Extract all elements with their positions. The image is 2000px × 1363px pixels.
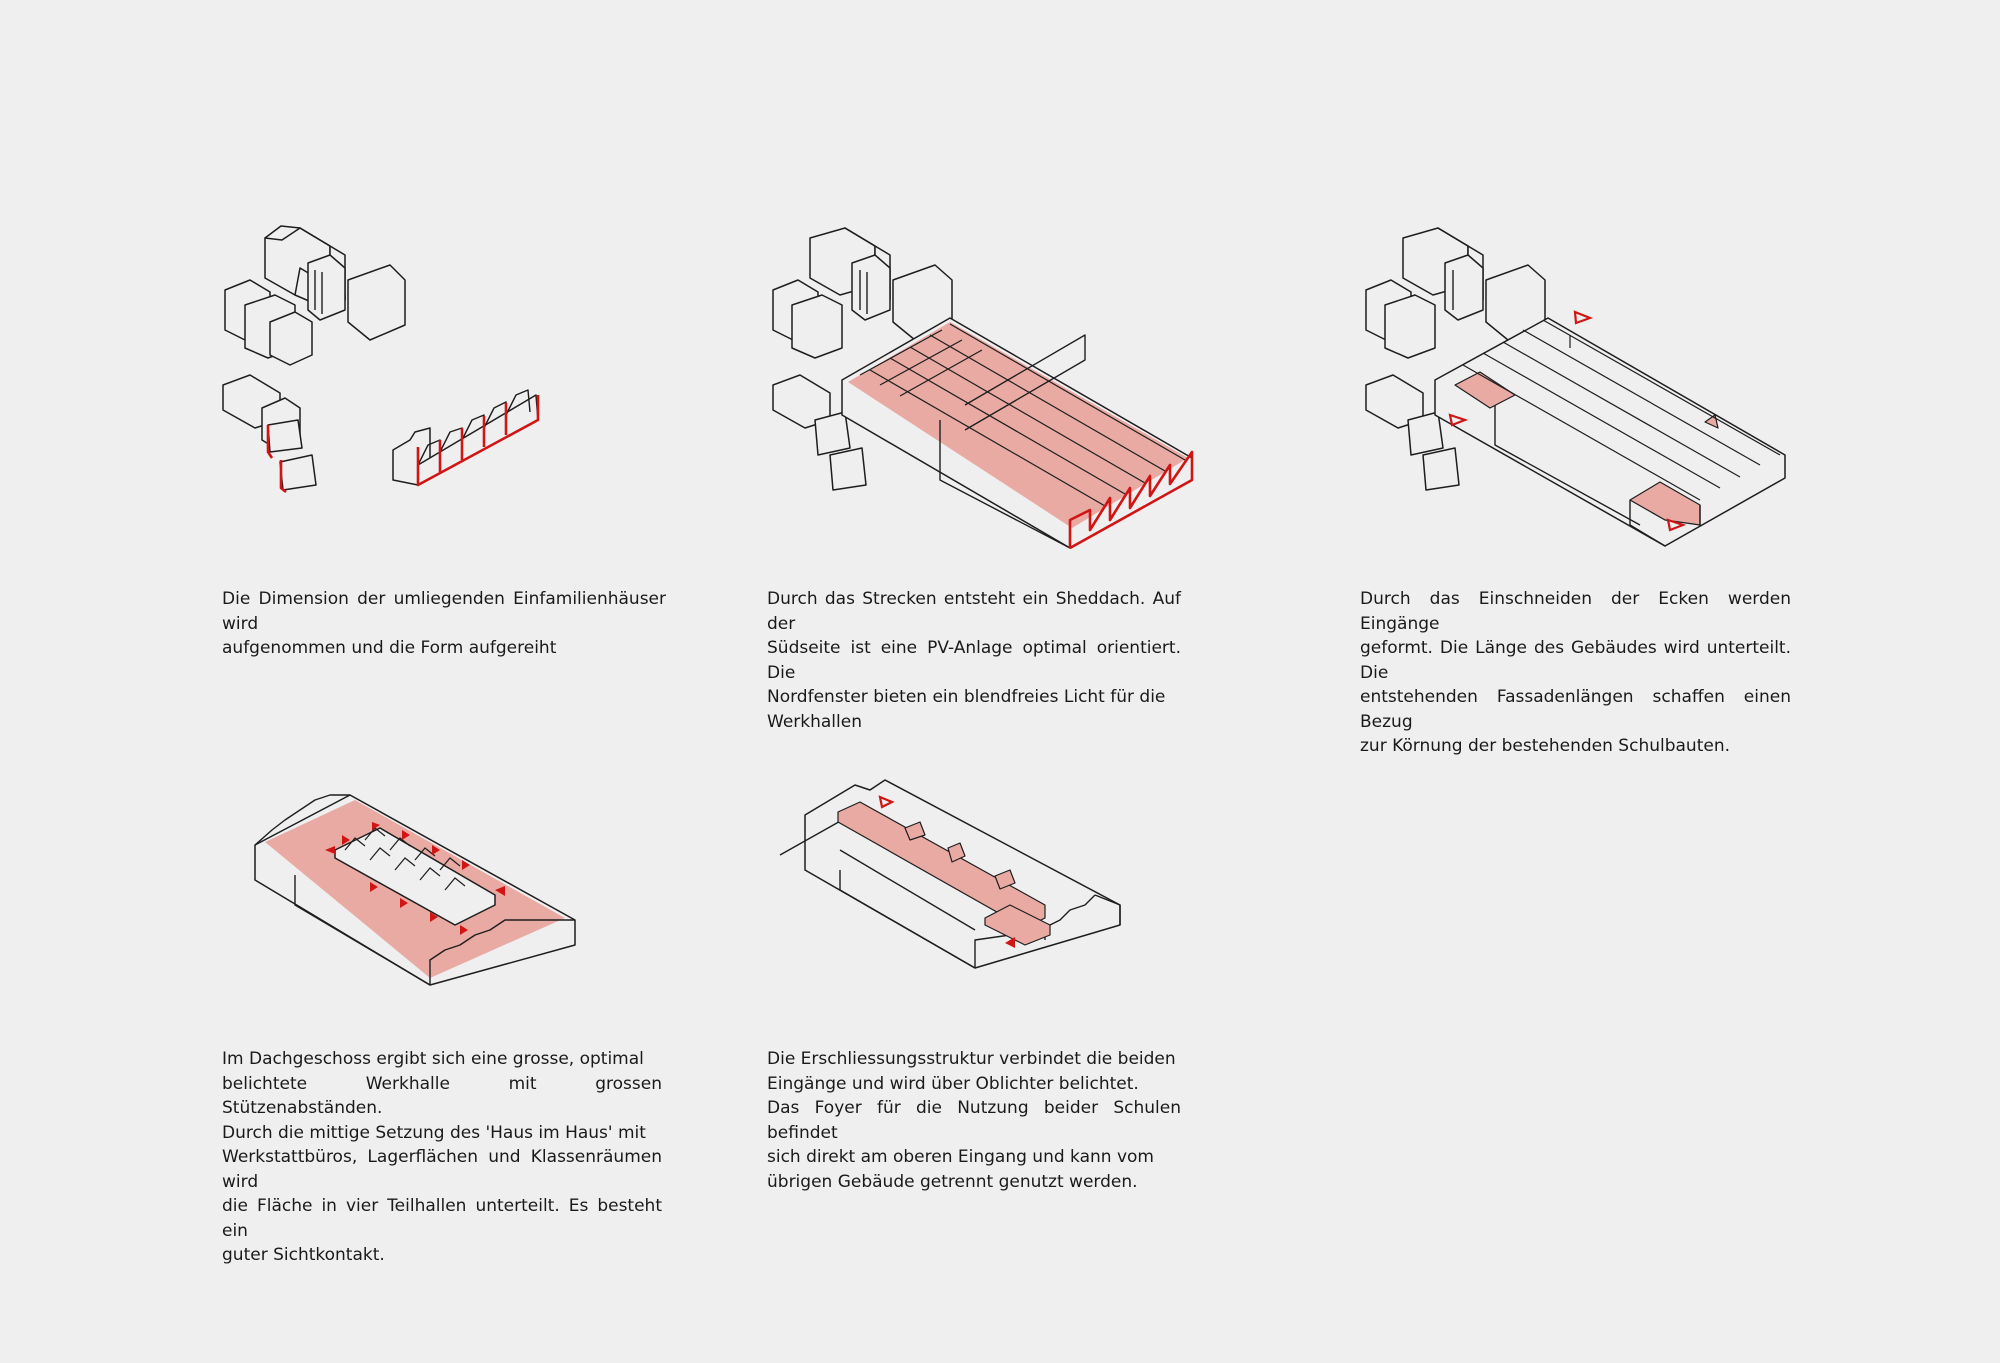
sheddach-block: [841, 317, 1194, 550]
haus-im-haus: [334, 827, 496, 926]
diagram-sheddach: [772, 227, 1194, 550]
small-houses: [222, 374, 317, 494]
existing-houses-2: [772, 227, 953, 491]
existing-houses-3: [1365, 227, 1546, 491]
sightline-arrows: [325, 822, 505, 935]
entrance-markers: [1448, 310, 1687, 532]
cut-block: [1434, 317, 1786, 547]
house-row: [392, 389, 540, 487]
diagram-dachgeschoss: [254, 794, 576, 986]
caption-dachgeschoss: Im Dachgeschoss ergibt sich eine grosse,…: [222, 1049, 662, 1265]
existing-houses: [224, 225, 406, 366]
caption-einschneiden: Durch das Einschneiden der Ecken werden …: [1360, 589, 1791, 756]
caption-aufreihen: Die Dimension der umliegenden Einfamilie…: [222, 589, 666, 658]
entrance-markers-2: [878, 795, 1015, 948]
diagram-erschliessung: [779, 779, 1121, 969]
diagram-aufreihen: [222, 225, 540, 494]
access-structure: [837, 801, 1051, 946]
diagram-einschneiden: [1365, 227, 1786, 547]
caption-erschliessung: Die Erschliessungsstruktur verbindet die…: [767, 1049, 1181, 1192]
caption-sheddach: Durch das Strecken entsteht ein Sheddach…: [767, 589, 1181, 732]
